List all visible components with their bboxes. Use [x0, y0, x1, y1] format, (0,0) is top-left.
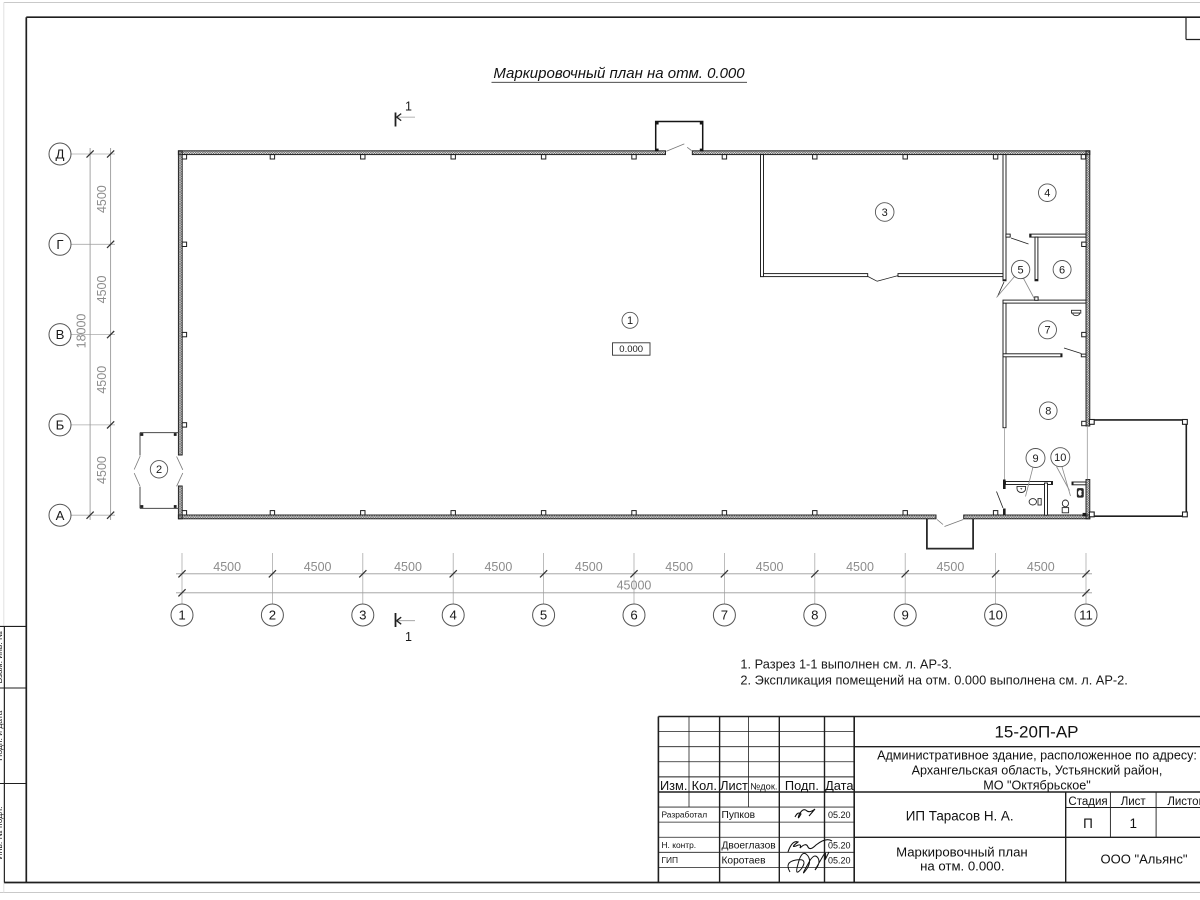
svg-text:1: 1 — [627, 315, 633, 327]
svg-text:4500: 4500 — [394, 560, 422, 574]
svg-text:4: 4 — [450, 608, 457, 623]
svg-text:4500: 4500 — [95, 456, 109, 484]
svg-text:П: П — [1083, 816, 1093, 831]
svg-text:11: 11 — [1079, 608, 1093, 623]
svg-text:4500: 4500 — [936, 560, 964, 574]
svg-text:8: 8 — [1045, 406, 1051, 418]
svg-text:7: 7 — [1044, 325, 1050, 337]
svg-text:4500: 4500 — [95, 366, 109, 394]
svg-text:4500: 4500 — [95, 276, 109, 304]
svg-text:9: 9 — [902, 608, 909, 623]
svg-text:9: 9 — [1032, 453, 1038, 465]
svg-text:4500: 4500 — [1027, 560, 1055, 574]
svg-text:4: 4 — [1044, 188, 1050, 200]
svg-text:4500: 4500 — [304, 560, 332, 574]
svg-text:Инв. № подл.: Инв. № подл. — [0, 807, 4, 860]
svg-text:4500: 4500 — [484, 560, 512, 574]
svg-text:6: 6 — [630, 608, 637, 623]
svg-text:10: 10 — [988, 608, 1003, 623]
svg-text:5: 5 — [1018, 264, 1024, 276]
svg-text:Подп. и дата: Подп. и дата — [0, 710, 4, 760]
svg-text:Двоеглазов: Двоеглазов — [722, 840, 776, 851]
svg-text:Лист: Лист — [720, 778, 748, 793]
svg-text:1: 1 — [1129, 816, 1137, 831]
svg-text:МО "Октябрьское": МО "Октябрьское" — [983, 778, 1091, 792]
svg-text:6: 6 — [1059, 264, 1065, 276]
svg-text:4500: 4500 — [95, 185, 109, 213]
svg-text:ИП Тарасов Н. А.: ИП Тарасов Н. А. — [906, 809, 1014, 824]
svg-text:Маркировочный план: Маркировочный план — [896, 845, 1028, 860]
svg-text:45000: 45000 — [617, 579, 652, 593]
svg-text:Н. контр.: Н. контр. — [662, 840, 697, 850]
svg-text:Подп.: Подп. — [785, 778, 819, 793]
svg-text:10: 10 — [1054, 452, 1066, 464]
svg-text:Административное здание, распо: Административное здание, расположенное п… — [877, 749, 1197, 763]
svg-text:4500: 4500 — [575, 560, 603, 574]
svg-text:А: А — [56, 508, 65, 523]
svg-text:Лист: Лист — [1121, 796, 1147, 808]
svg-text:4500: 4500 — [756, 560, 784, 574]
svg-text:Листов: Листов — [1167, 796, 1200, 808]
svg-text:Разработал: Разработал — [662, 810, 708, 820]
svg-text:4500: 4500 — [213, 560, 241, 574]
svg-text:Б: Б — [56, 418, 65, 433]
svg-text:Д: Д — [56, 147, 65, 162]
svg-text:2: 2 — [156, 464, 162, 476]
svg-text:В: В — [56, 327, 65, 342]
svg-text:05.20: 05.20 — [828, 840, 851, 850]
svg-text:на отм. 0.000.: на отм. 0.000. — [920, 858, 1004, 873]
svg-text:Взам. инв. №: Взам. инв. № — [0, 631, 4, 684]
svg-text:05.20: 05.20 — [828, 810, 851, 820]
svg-text:5: 5 — [540, 608, 547, 623]
svg-text:Коротаев: Коротаев — [722, 855, 766, 866]
svg-text:Дата: Дата — [825, 778, 854, 793]
svg-text:Изм.: Изм. — [660, 778, 687, 793]
svg-text:Стадия: Стадия — [1068, 796, 1107, 808]
svg-text:4500: 4500 — [846, 560, 874, 574]
svg-text:2. Экспликация помещений на от: 2. Экспликация помещений на отм. 0.000 в… — [740, 673, 1127, 688]
svg-text:05.20: 05.20 — [828, 855, 851, 865]
svg-text:4500: 4500 — [665, 560, 693, 574]
svg-text:№док.: №док. — [750, 781, 777, 791]
svg-text:Архангельская область, Устьянс: Архангельская область, Устьянский район, — [912, 764, 1163, 778]
svg-text:0.000: 0.000 — [619, 344, 643, 355]
svg-text:ООО "Альянс": ООО "Альянс" — [1101, 852, 1188, 867]
svg-text:3: 3 — [359, 608, 366, 623]
svg-text:8: 8 — [811, 608, 818, 623]
svg-text:1: 1 — [178, 608, 185, 623]
svg-text:ГИП: ГИП — [662, 855, 679, 865]
svg-text:Г: Г — [56, 237, 63, 252]
svg-text:15-20П-АР: 15-20П-АР — [994, 723, 1078, 742]
svg-text:Пупков: Пупков — [722, 810, 756, 821]
svg-text:1: 1 — [405, 630, 412, 644]
svg-text:Кол.: Кол. — [692, 778, 717, 793]
svg-text:3: 3 — [882, 207, 888, 219]
svg-text:18000: 18000 — [74, 314, 88, 349]
svg-text:Маркировочный план на отм. 0.0: Маркировочный план на отм. 0.000 — [493, 65, 745, 82]
svg-text:7: 7 — [721, 608, 728, 623]
svg-text:2: 2 — [269, 608, 276, 623]
svg-text:1. Разрез 1-1 выполнен см. л.: 1. Разрез 1-1 выполнен см. л. АР-3. — [740, 657, 952, 672]
svg-text:1: 1 — [405, 99, 412, 113]
